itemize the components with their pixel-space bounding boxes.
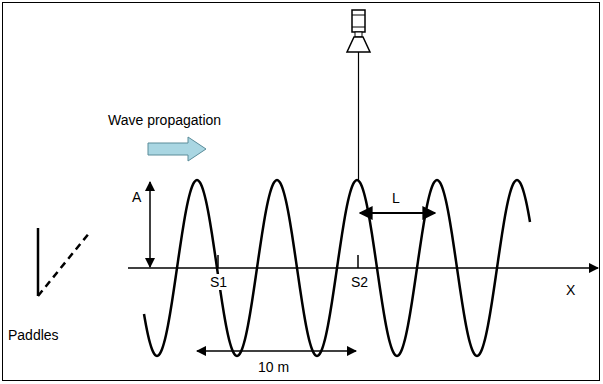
- axis-label: X: [566, 282, 575, 298]
- paddle-dashed: [38, 232, 90, 296]
- wavelength-arrow: [360, 212, 435, 214]
- distance-label: 10 m: [258, 359, 289, 375]
- wavelength-label: L: [392, 190, 400, 206]
- sensor-mark: [217, 255, 219, 268]
- arrow-label: Wave propagation: [108, 112, 221, 128]
- radar-sensor: [347, 10, 370, 181]
- sensor-label: S1: [209, 274, 228, 290]
- propagation-arrow: [148, 137, 206, 161]
- x-axis: [128, 267, 598, 269]
- amplitude-label: A: [132, 189, 141, 205]
- wave: [144, 180, 530, 356]
- distance-arrow: [197, 350, 356, 352]
- sensor-mark: [357, 255, 359, 268]
- paddle: [37, 228, 40, 296]
- frame: [3, 3, 600, 381]
- amplitude-arrow: [149, 182, 151, 267]
- sensor-label: S2: [350, 274, 369, 290]
- paddle-label: Paddles: [8, 327, 59, 343]
